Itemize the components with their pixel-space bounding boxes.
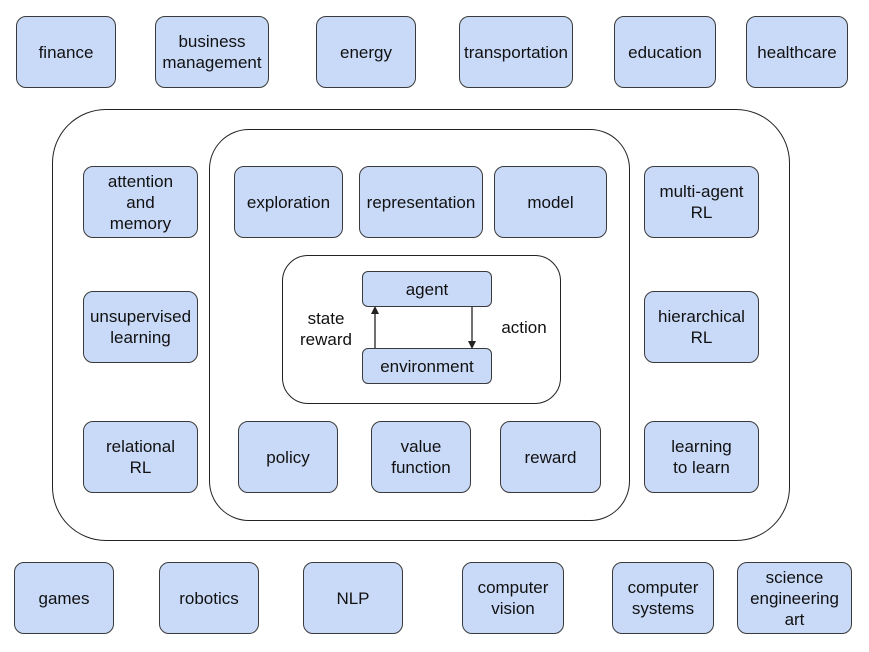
elements-frame — [209, 129, 630, 521]
application-box-education: education — [614, 16, 716, 88]
element-box-representation: representation — [359, 166, 483, 238]
element-box-model: model — [494, 166, 607, 238]
element-box-policy: policy — [238, 421, 338, 493]
application-box-science-engineering-art: science engineering art — [737, 562, 852, 634]
mechanism-box-hierarchical-rl: hierarchical RL — [644, 291, 759, 363]
mechanism-box-multi-agent-rl: multi-agent RL — [644, 166, 759, 238]
core-frame — [282, 255, 561, 404]
application-box-computer-vision: computer vision — [462, 562, 564, 634]
mechanism-box-attention-and-memory: attention and memory — [83, 166, 198, 238]
application-box-nlp: NLP — [303, 562, 403, 634]
mechanism-box-unsupervised-learning: unsupervised learning — [83, 291, 198, 363]
state-reward-label: state reward — [300, 309, 352, 349]
application-box-transportation: transportation — [459, 16, 573, 88]
environment-box: environment — [362, 348, 492, 384]
element-box-exploration: exploration — [234, 166, 343, 238]
action-label: action — [501, 318, 547, 337]
mechanisms-frame — [52, 109, 790, 541]
agent-box: agent — [362, 271, 492, 307]
mechanism-box-relational-rl: relational RL — [83, 421, 198, 493]
mechanism-box-learning-to-learn: learning to learn — [644, 421, 759, 493]
element-box-value-function: value function — [371, 421, 471, 493]
application-box-robotics: robotics — [159, 562, 259, 634]
application-box-healthcare: healthcare — [746, 16, 848, 88]
application-box-finance: finance — [16, 16, 116, 88]
application-box-business-management: business management — [155, 16, 269, 88]
element-box-reward: reward — [500, 421, 601, 493]
application-box-games: games — [14, 562, 114, 634]
application-box-computer-systems: computer systems — [612, 562, 714, 634]
application-box-energy: energy — [316, 16, 416, 88]
